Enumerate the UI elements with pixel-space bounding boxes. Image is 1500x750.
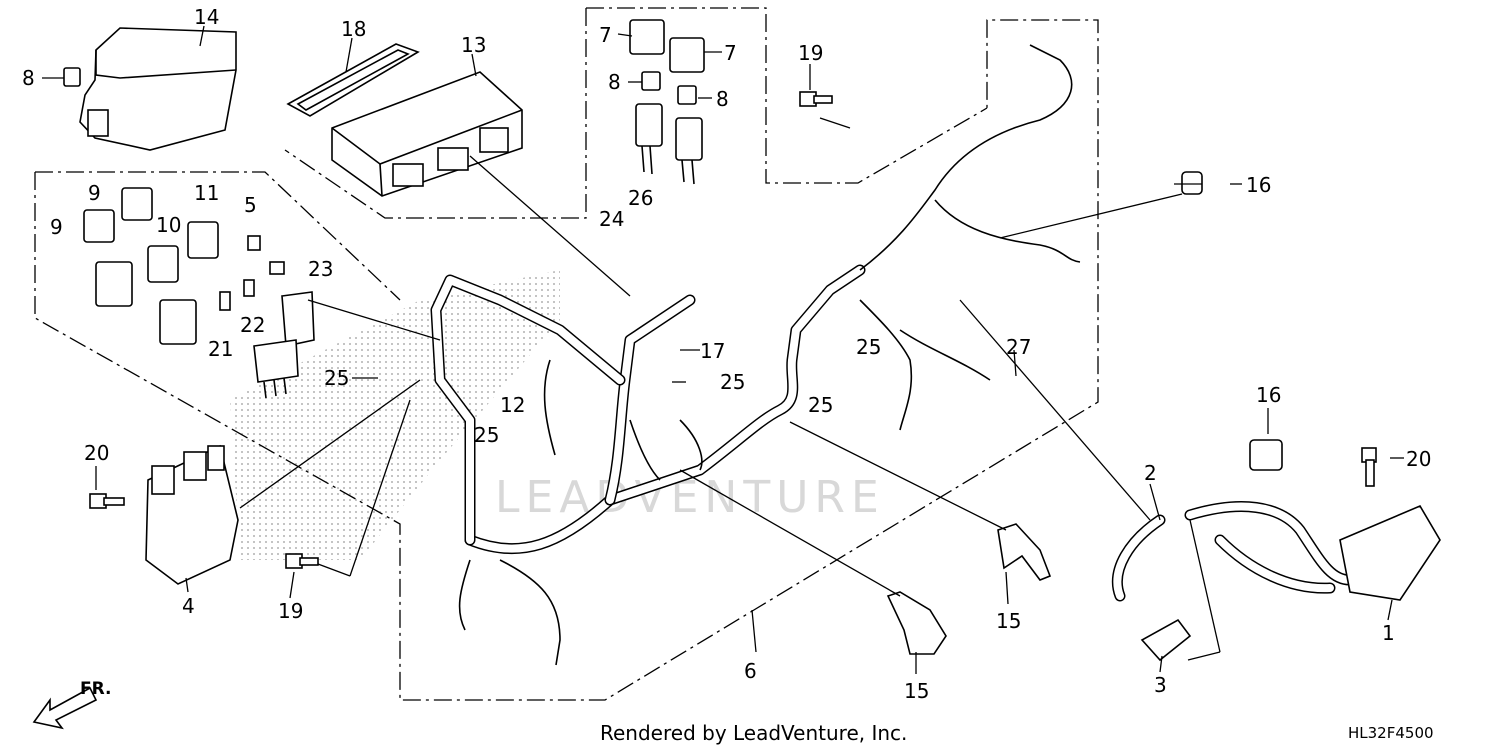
callout-25: 25 <box>720 370 745 394</box>
callout-25: 25 <box>808 393 833 417</box>
leader-lines <box>95 25 1404 674</box>
callout-10: 10 <box>156 213 181 237</box>
callout-7: 7 <box>599 23 612 47</box>
callout-8: 8 <box>608 70 621 94</box>
bolt-left <box>89 493 125 509</box>
relays <box>83 187 315 399</box>
callout-22: 22 <box>240 313 265 337</box>
harness-clamp-right <box>997 523 1052 581</box>
control-module <box>145 444 239 585</box>
callout-17: 17 <box>700 339 725 363</box>
callout-16: 16 <box>1256 383 1281 407</box>
callout-19: 19 <box>278 599 303 623</box>
callout-8: 8 <box>22 66 35 90</box>
callout-3: 3 <box>1154 673 1167 697</box>
callout-20: 20 <box>1406 447 1431 471</box>
ecu-unit <box>331 71 523 197</box>
callout-24: 24 <box>599 207 624 231</box>
frame-ecu <box>284 8 587 219</box>
callout-21: 21 <box>208 337 233 361</box>
callout-15: 15 <box>996 609 1021 633</box>
callout-13: 13 <box>461 33 486 57</box>
callout-15: 15 <box>904 679 929 703</box>
main-wire-harness <box>430 44 1081 666</box>
shaded-area <box>230 270 560 560</box>
callout-11: 11 <box>194 181 219 205</box>
callout-12: 12 <box>500 393 525 417</box>
bolt-top <box>799 91 833 107</box>
front-label: FR. <box>80 679 111 699</box>
callout-25: 25 <box>856 335 881 359</box>
callout-20: 20 <box>84 441 109 465</box>
callout-26: 26 <box>628 186 653 210</box>
bolt-bottom <box>285 553 319 569</box>
relay-connector-group <box>629 19 705 185</box>
callout-4: 4 <box>182 594 195 618</box>
callout-5: 5 <box>244 193 257 217</box>
callout-25: 25 <box>474 423 499 447</box>
rendered-by-text: Rendered by LeadVenture, Inc. <box>600 721 907 745</box>
callout-14: 14 <box>194 5 219 29</box>
rubber-strap <box>286 43 420 117</box>
callout-9: 9 <box>88 181 101 205</box>
fuse-box-cover <box>79 27 237 151</box>
diagram-code: HL32F4500 <box>1348 724 1434 742</box>
connector-clip <box>42 67 81 87</box>
frame-main <box>34 19 1099 701</box>
callout-7: 7 <box>724 41 737 65</box>
watermark-text: LEADVENTURE <box>495 472 885 523</box>
callout-19: 19 <box>798 41 823 65</box>
callout-27: 27 <box>1006 335 1031 359</box>
ignition-coil-group <box>1111 171 1441 662</box>
harness-clamp-bottom <box>886 591 947 655</box>
callout-23: 23 <box>308 257 333 281</box>
callout-18: 18 <box>341 17 366 41</box>
callout-2: 2 <box>1144 461 1157 485</box>
callout-9: 9 <box>50 215 63 239</box>
callout-8: 8 <box>716 87 729 111</box>
callout-16: 16 <box>1246 173 1271 197</box>
callout-labels: 14 8 18 13 7 7 8 8 19 9 9 11 10 5 23 22 … <box>22 5 1431 703</box>
frame-connectors <box>586 7 988 184</box>
callout-6: 6 <box>744 659 757 683</box>
frame-relay-box <box>35 171 401 301</box>
callout-25: 25 <box>324 366 349 390</box>
front-direction-arrow: FR. <box>32 679 111 730</box>
callout-1: 1 <box>1382 621 1395 645</box>
